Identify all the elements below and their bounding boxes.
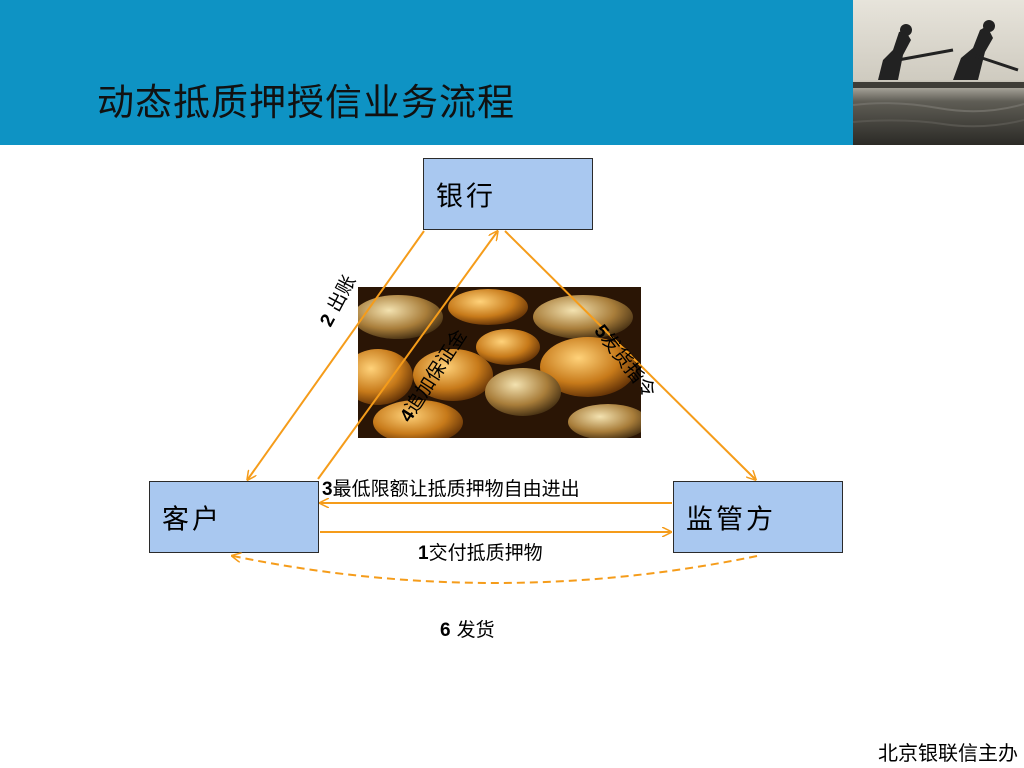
arrow-step2: [248, 230, 425, 479]
coins-photo: [358, 287, 641, 438]
page-title: 动态抵质押授信业务流程: [97, 81, 515, 124]
bank-label: 银行: [436, 181, 496, 213]
footer-text: 北京银联信主办: [878, 741, 1018, 765]
step3-label: 3最低限额让抵质押物自由进出: [322, 478, 580, 500]
header-banner: 动态抵质押授信业务流程: [0, 0, 853, 145]
step1-label: 1交付抵质押物: [418, 542, 543, 564]
step6-label: 6 发货: [440, 619, 495, 641]
rowers-photo: [853, 0, 1024, 145]
arrow-step4: [317, 232, 497, 480]
arrow-step5: [504, 230, 755, 479]
supervisor-node: 监管方: [673, 481, 843, 553]
customer-label: 客户: [162, 504, 222, 536]
arrow-step6: [233, 556, 758, 584]
supervisor-label: 监管方: [686, 504, 776, 536]
customer-node: 客户: [149, 481, 319, 553]
bank-node: 银行: [423, 158, 593, 230]
